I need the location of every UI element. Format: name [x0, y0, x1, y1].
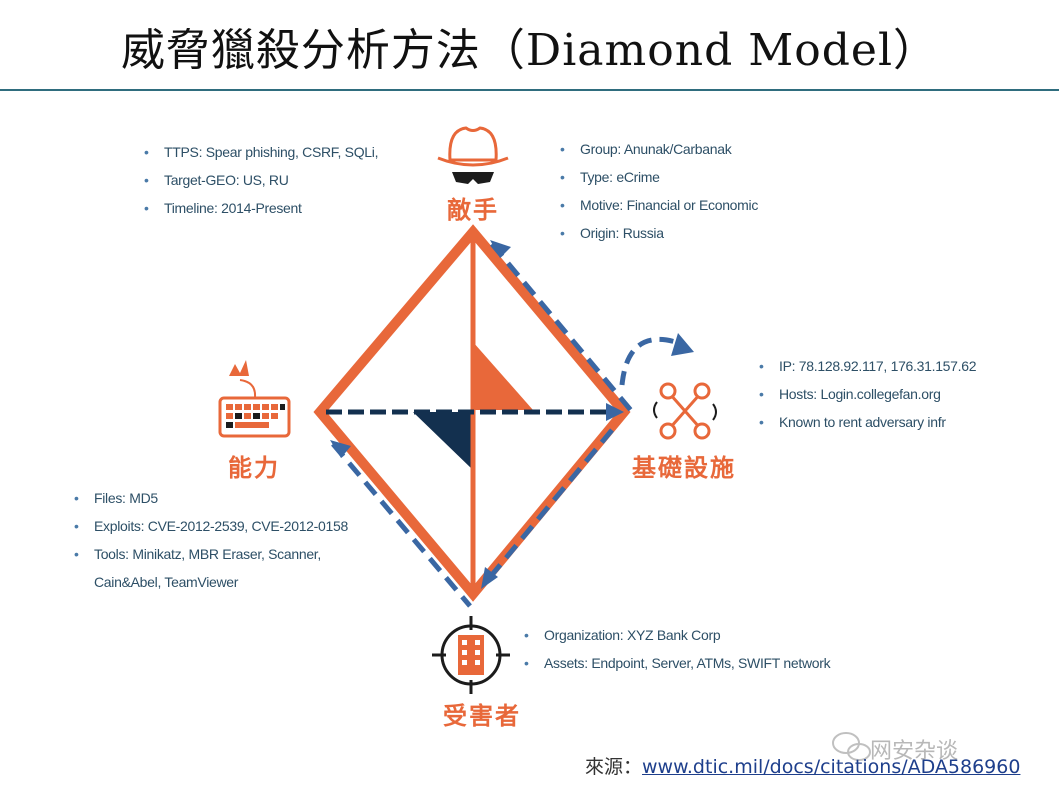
list-item: Assets: Endpoint, Server, ATMs, SWIFT ne…: [520, 649, 831, 677]
watermark-chat-icon: [832, 732, 871, 761]
navy-triangle-shape: [413, 412, 473, 470]
adversary-list: Group: Anunak/Carbanak Type: eCrime Moti…: [556, 135, 758, 247]
list-item: Group: Anunak/Carbanak: [556, 135, 758, 163]
list-item-continuation: Cain&Abel, TeamViewer: [94, 574, 239, 590]
arrowhead-bottom: [481, 567, 498, 589]
capability-list: Files: MD5 Exploits: CVE-2012-2539, CVE-…: [70, 484, 348, 596]
list-item: Known to rent adversary infr: [755, 408, 976, 436]
list-item: Timeline: 2014-Present: [140, 194, 378, 222]
title-divider: [0, 89, 1059, 91]
arrowhead-top: [490, 240, 511, 258]
list-item: Files: MD5: [70, 484, 348, 512]
keyboard-icon: [218, 360, 291, 438]
curved-arrowhead: [671, 333, 694, 356]
capability-label: 能力: [228, 453, 280, 482]
network-nodes-icon: [653, 382, 717, 440]
list-item: Origin: Russia: [556, 219, 758, 247]
list-item: IP: 78.128.92.117, 176.31.157.62: [755, 352, 977, 380]
list-item: TTPS: Spear phishing, CSRF, SQLi,: [140, 138, 378, 166]
infrastructure-list: IP: 78.128.92.117, 176.31.157.62 Hosts: …: [755, 352, 977, 436]
list-item: Type: eCrime: [556, 163, 758, 191]
victim-list: Organization: XYZ Bank Corp Assets: Endp…: [520, 621, 831, 677]
list-item: Tools: Minikatz, MBR Eraser, Scanner,: [70, 540, 348, 568]
ttps-list: TTPS: Spear phishing, CSRF, SQLi, Target…: [140, 138, 378, 222]
page-title: 威脅獵殺分析方法（Diamond Model）: [120, 25, 939, 76]
list-item: Organization: XYZ Bank Corp: [520, 621, 830, 649]
source-citation: 來源：www.dtic.mil/docs/citations/ADA586960: [585, 752, 1020, 779]
orange-triangle-shape: [473, 342, 533, 410]
building-target-icon: [432, 616, 510, 694]
source-link[interactable]: www.dtic.mil/docs/citations/ADA586960: [642, 756, 1021, 778]
adversary-label: 敵手: [447, 195, 499, 224]
victim-label: 受害者: [443, 701, 521, 730]
list-item: Motive: Financial or Economic: [556, 191, 758, 219]
dashed-edge-bottom-right: [484, 428, 614, 584]
watermark-text: 网安杂谈: [870, 739, 959, 764]
horizontal-arrowhead: [606, 403, 624, 421]
list-item: Exploits: CVE-2012-2539, CVE-2012-0158: [70, 512, 348, 540]
dashed-edge-bottom-left: [331, 442, 472, 608]
list-item: Target-GEO: US, RU: [140, 166, 378, 194]
infrastructure-label: 基礎設施: [632, 453, 736, 482]
arrowhead-left: [330, 440, 351, 458]
dashed-edge-top-right: [490, 242, 636, 416]
list-item: Hosts: Login.collegefan.org: [755, 380, 976, 408]
curved-dashed-arrow: [619, 337, 683, 386]
source-label: 來源：: [585, 756, 643, 778]
hat-spy-icon: [437, 126, 509, 184]
